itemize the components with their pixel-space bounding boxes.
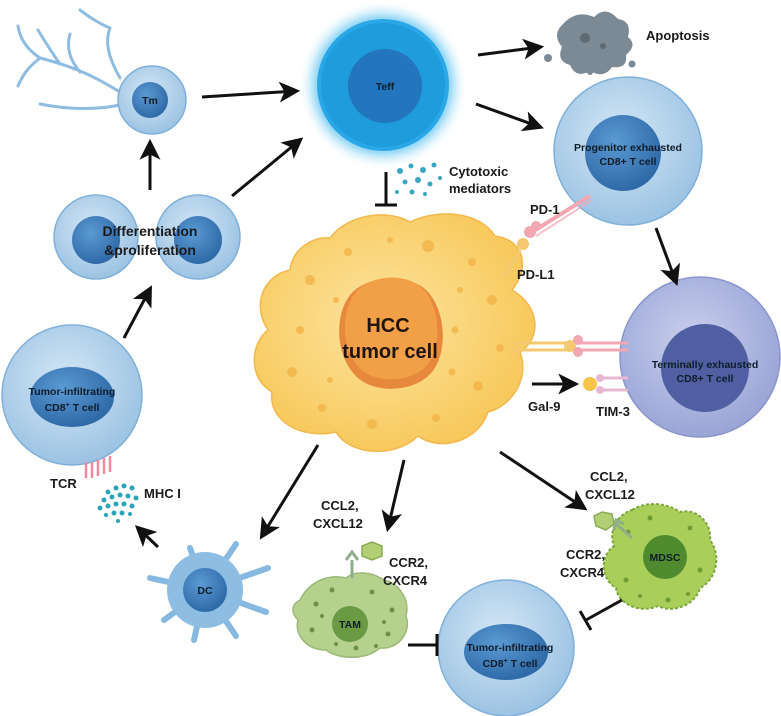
progenitor-exhausted-cell — [553, 76, 703, 226]
tam-label: TAM — [339, 619, 361, 631]
cytotoxic-label-line1: Cytotoxic — [449, 164, 508, 179]
terminal-label-line2: CD8+ T cell — [677, 373, 734, 385]
arrow-teff-to-progenitor — [475, 102, 544, 132]
pd1-pdl1-terminal-icon — [512, 335, 628, 357]
tam-cell — [292, 541, 409, 658]
progenitor-label-line1: Progenitor exhausted — [574, 142, 682, 154]
cxcr4-left-label: CXCR4 — [383, 573, 428, 588]
til-left-sup: + — [66, 402, 70, 409]
til-bottom-label-line1: Tumor-infiltrating — [467, 642, 554, 654]
tcr-label: TCR — [50, 476, 77, 491]
gal9-label: Gal-9 — [528, 399, 561, 414]
inhibition-marks — [375, 172, 623, 656]
inhibit-tam-til — [408, 634, 439, 656]
inhibit-mdsc-til — [578, 598, 623, 631]
ccr2-right-label: CCR2, — [566, 547, 605, 562]
arrow-diff-to-teff — [231, 137, 304, 198]
dc-label: DC — [197, 585, 213, 597]
arrow-tumor-to-mdsc — [499, 450, 588, 511]
til-left-cd8: CD8 — [45, 402, 66, 414]
ccl2-left-label: CCL2, — [321, 498, 359, 513]
mdsc-label: MDSC — [650, 552, 681, 564]
hcc-tumor-cell — [253, 213, 536, 453]
ccl2-right-label: CCL2, — [590, 469, 628, 484]
til-bottom-sup: + — [504, 658, 508, 665]
til-bottom-tcell: T cell — [508, 658, 538, 670]
pd1-label: PD-1 — [530, 202, 560, 217]
tim3-label: TIM-3 — [596, 404, 630, 419]
mhc-label: MHC I — [144, 486, 181, 501]
effector-t-cell — [298, 0, 468, 170]
til-left-tcell: T cell — [70, 402, 100, 414]
diff-label-line2: &proliferation — [104, 242, 196, 258]
til-left-label-line1: Tumor-infiltrating — [29, 386, 116, 398]
mhc-i-antigen-icon — [97, 483, 139, 523]
inhibit-tumor-teff — [375, 172, 397, 207]
mdsc-cell — [593, 503, 718, 610]
apoptotic-cell-icon — [544, 11, 636, 75]
til-bottom-cd8: CD8 — [483, 658, 504, 670]
gal9-tim3-icon — [583, 374, 628, 394]
tcr-receptor-icon — [84, 456, 112, 478]
arrow-teff-to-apoptosis — [477, 38, 545, 60]
hcc-label-line2: tumor cell — [342, 341, 438, 363]
cytotoxic-label-line2: mediators — [449, 181, 511, 196]
memory-t-cell — [16, 8, 187, 135]
tm-label: Tm — [142, 95, 158, 107]
arrow-tumor-to-tam — [381, 459, 406, 533]
progenitor-label-line2: CD8+ T cell — [600, 156, 657, 168]
til-bottom-label-line2: CD8+ T cell — [483, 658, 538, 670]
til-left-cell — [1, 324, 143, 478]
arrow-mhc-to-til — [134, 525, 160, 549]
arrows — [122, 38, 681, 549]
diff-label-line1: Differentiation — [103, 223, 198, 239]
cxcl12-right-label: CXCL12 — [585, 487, 635, 502]
teff-label: Teff — [376, 81, 395, 93]
terminally-exhausted-cell — [619, 276, 781, 438]
cytotoxic-mediators-icon — [395, 162, 442, 196]
cxcl12-left-label: CXCL12 — [313, 516, 363, 531]
dendritic-cell — [147, 541, 271, 643]
arrow-progenitor-to-terminal — [654, 227, 681, 286]
dividing-t-cells — [53, 194, 241, 280]
arrow-tm-to-teff — [201, 81, 301, 103]
apoptosis-label: Apoptosis — [646, 28, 710, 43]
cxcr4-right-label: CXCR4 — [560, 565, 605, 580]
terminal-label-line1: Terminally exhausted — [652, 359, 759, 371]
pdl1-label: PD-L1 — [517, 267, 555, 282]
hcc-label-line1: HCC — [366, 315, 409, 337]
arrow-tumor-to-dc — [259, 444, 320, 540]
pd1-pdl1-interaction-icon — [503, 194, 593, 277]
til-left-label-line2: CD8+ T cell — [45, 402, 100, 414]
arrow-til-to-diff — [122, 285, 152, 339]
ccr2-left-label: CCR2, — [389, 555, 428, 570]
